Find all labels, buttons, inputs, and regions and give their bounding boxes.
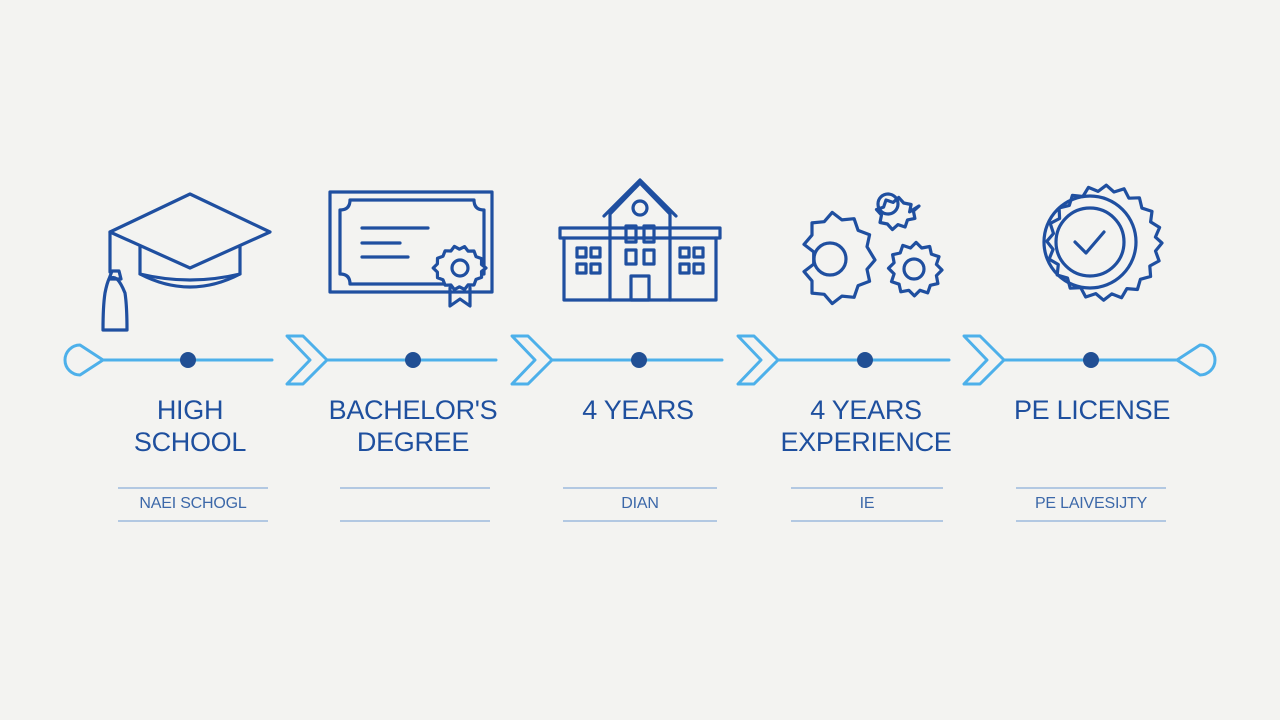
step-title-pe-license: PE LICENSE <box>972 394 1212 426</box>
diploma-certificate-icon <box>328 190 494 308</box>
step-title-4-years: 4 YEARS <box>518 394 758 426</box>
timeline-chevron-1 <box>285 334 329 386</box>
step-subtitle: DIAN <box>621 495 659 512</box>
timeline-node-dot <box>180 352 196 368</box>
step-title-high-school: HIGH SCHOOL <box>70 394 310 458</box>
gears-icon <box>802 192 944 306</box>
subtitle-rules <box>118 487 1166 522</box>
step-title-line: SCHOOL <box>133 427 247 457</box>
step-title-line: EXPERIENCE <box>780 427 952 457</box>
timeline-start-marker <box>63 343 105 377</box>
timeline-chevron-4 <box>962 334 1006 386</box>
step-title-line: 4 YEARS <box>810 395 922 425</box>
step-subtitle: NAEI SCHOGL <box>139 495 247 512</box>
timeline-node-dot <box>631 352 647 368</box>
step-title-bachelors-degree: BACHELOR'S DEGREE <box>293 394 533 458</box>
step-title-line: DEGREE <box>356 427 470 457</box>
step-title-4-years-experience: 4 YEARS EXPERIENCE <box>746 394 986 458</box>
graduation-cap-icon <box>101 192 272 332</box>
step-title-line: 4 YEARS <box>582 395 694 425</box>
timeline-chevron-3 <box>736 334 780 386</box>
step-subtitle: IE <box>859 495 875 512</box>
step-title-line: BACHELOR'S <box>328 395 498 425</box>
timeline-node-dot <box>857 352 873 368</box>
step-subtitle: PE LAIVESIJTY <box>1034 495 1148 512</box>
step-title-line: PE LICENSE <box>1013 395 1171 425</box>
timeline-node-dot <box>1083 352 1099 368</box>
step-title-line: HIGH <box>156 395 224 425</box>
approval-seal-icon <box>1042 183 1164 302</box>
timeline-chevron-2 <box>510 334 554 386</box>
university-building-icon <box>558 178 722 302</box>
timeline-end-marker <box>1175 343 1217 377</box>
timeline-node-dot <box>405 352 421 368</box>
timeline-nodes <box>180 352 1099 368</box>
